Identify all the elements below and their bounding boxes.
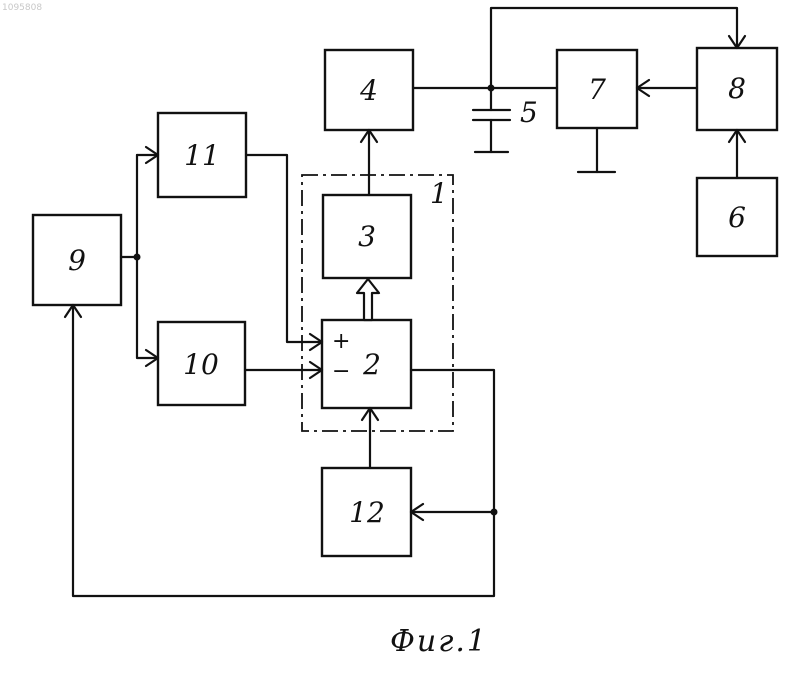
label-block-11: 11	[184, 139, 220, 172]
ground-symbol	[578, 128, 615, 172]
label-block-6: 6	[728, 201, 746, 234]
watermark-text: 1095808	[2, 3, 42, 13]
block-4: 4	[325, 50, 413, 130]
block-6: 6	[697, 178, 777, 256]
label-block-3: 3	[358, 220, 376, 253]
block-9: 9	[33, 215, 121, 305]
block-11: 11	[158, 113, 246, 197]
label-capacitor-5: 5	[520, 96, 538, 129]
label-block-10: 10	[183, 348, 219, 381]
minus-input-sign: −	[332, 359, 350, 384]
label-block-8: 8	[728, 72, 746, 105]
capacitor-5: 5	[473, 96, 538, 152]
block-3: 3	[323, 195, 411, 278]
plus-input-sign: +	[332, 329, 350, 354]
figure-caption: Фиг.1	[390, 624, 488, 659]
block-7: 7	[557, 50, 637, 128]
block-2: 2 + −	[322, 320, 411, 408]
label-unit-1: 1	[430, 177, 448, 210]
block-12: 12	[322, 468, 411, 556]
label-block-7: 7	[588, 73, 606, 106]
label-block-4: 4	[359, 74, 378, 107]
block-10: 10	[158, 322, 245, 405]
label-block-12: 12	[349, 496, 385, 529]
label-block-9: 9	[68, 244, 86, 277]
label-block-2: 2	[362, 348, 381, 381]
block-8: 8	[697, 48, 777, 130]
bus-arrow-2-to-3	[357, 279, 379, 320]
